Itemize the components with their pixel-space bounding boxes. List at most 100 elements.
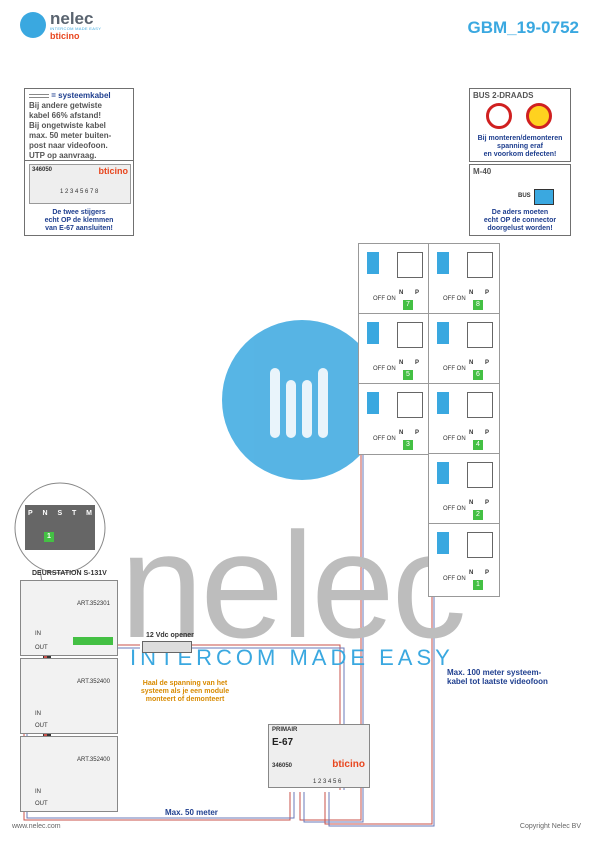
max-100-line: Max. 100 meter systeem- bbox=[447, 668, 542, 677]
watermark-circle bbox=[222, 320, 382, 480]
e67-mini-terminals: 1 2 3 4 5 6 7 8 bbox=[60, 189, 99, 195]
phone-switch-label: OFF ON bbox=[443, 506, 466, 512]
phone-p-label: P bbox=[485, 500, 490, 506]
e67-power-supply: PRIMAIR E-67 346050 bticino 1 2 3 4 5 6 bbox=[268, 724, 370, 788]
e67-note-line: De twee stijgers bbox=[52, 209, 106, 216]
phone-n-label: N bbox=[399, 290, 404, 296]
phone-address: 2 bbox=[473, 510, 483, 520]
no-plug-icon bbox=[486, 103, 512, 129]
module-code: ART.352400 bbox=[77, 679, 110, 685]
power-off-line: monteert of demonteert bbox=[145, 696, 225, 703]
phone-address: 1 bbox=[473, 580, 483, 590]
nelec-logo-icon bbox=[20, 12, 46, 38]
brand-tagline: INTERCOM MADE EASY bbox=[50, 26, 102, 31]
phone-p-label: P bbox=[485, 360, 490, 366]
brand-name: nelec bbox=[50, 9, 94, 28]
e67-terminals: 1 2 3 4 5 6 bbox=[313, 779, 342, 785]
videophone: OFF ON N P 5 bbox=[358, 313, 430, 385]
m40-note-box: M-40 BUS De aders moeten echt OP de conn… bbox=[469, 164, 571, 236]
bus-note-title: BUS 2-DRAADS bbox=[473, 91, 534, 100]
phone-address: 4 bbox=[473, 440, 483, 450]
module-code: ART.352400 bbox=[77, 757, 110, 763]
e67-note-line: van E-67 aansluiten! bbox=[45, 225, 113, 232]
e67-mini-brand: bticino bbox=[98, 166, 129, 176]
e67-brand: bticino bbox=[332, 759, 365, 770]
videophone: OFF ON N P 3 bbox=[358, 383, 430, 455]
m40-note-line: echt OP de connector bbox=[483, 217, 557, 224]
e67-name: E-67 bbox=[272, 737, 294, 748]
bus-note-line: spanning eraf bbox=[497, 143, 543, 150]
phone-switch-label: OFF ON bbox=[443, 366, 466, 372]
dip-zoom-circle bbox=[14, 482, 106, 601]
phone-switch-label: OFF ON bbox=[443, 576, 466, 582]
out-label: OUT bbox=[35, 723, 48, 729]
m40-note-line: De aders moeten bbox=[491, 209, 549, 216]
m40-connector bbox=[534, 189, 554, 205]
phone-address: 7 bbox=[403, 300, 413, 310]
power-off-line: Haal de spanning van het bbox=[142, 680, 228, 687]
phone-n-label: N bbox=[399, 430, 404, 436]
switch-label: T bbox=[71, 510, 77, 517]
phone-n-label: N bbox=[469, 570, 474, 576]
videophone: OFF ON N P 8 bbox=[428, 243, 500, 315]
bus-note-line: en voorkom defecten! bbox=[483, 151, 557, 158]
phone-p-label: P bbox=[485, 570, 490, 576]
out-label: OUT bbox=[35, 801, 48, 807]
phone-n-label: N bbox=[469, 430, 474, 436]
in-label: IN bbox=[35, 789, 41, 795]
e67-mini-part: 346050 bbox=[32, 167, 53, 173]
door-station-title: DEURSTATION S-131V bbox=[32, 570, 107, 577]
cable-note-line: UTP op aanvraag. bbox=[29, 151, 97, 160]
dip-switch-labels: P N S T M bbox=[28, 510, 92, 517]
videophone: OFF ON N P 4 bbox=[428, 383, 500, 455]
phone-address: 8 bbox=[473, 300, 483, 310]
door-module: ART.352400 IN OUT bbox=[20, 736, 118, 812]
no-power-icon bbox=[526, 103, 552, 129]
cable-note-box: = systeemkabel Bij andere getwiste kabel… bbox=[24, 88, 134, 166]
in-label: IN bbox=[35, 711, 41, 717]
cable-legend: = systeemkabel bbox=[51, 91, 111, 100]
opener-label: 12 Vdc opener bbox=[146, 632, 194, 639]
phone-switch-label: OFF ON bbox=[443, 296, 466, 302]
phone-switch-label: OFF ON bbox=[373, 436, 396, 442]
cable-note-line: kabel 66% afstand! bbox=[29, 111, 102, 120]
footer-website[interactable]: www.nelec.com bbox=[12, 823, 61, 830]
videophone: OFF ON N P 2 bbox=[428, 453, 500, 525]
phone-address: 3 bbox=[403, 440, 413, 450]
power-off-note: Haal de spanning van het systeem als je … bbox=[120, 680, 250, 704]
switch-label: M bbox=[86, 510, 92, 517]
m40-title: M-40 bbox=[473, 167, 492, 176]
watermark-word: nelec bbox=[120, 501, 467, 669]
switch-label: S bbox=[57, 510, 63, 517]
switch-label: N bbox=[42, 510, 48, 517]
max-50-note: Max. 50 meter bbox=[165, 808, 218, 817]
phone-address: 5 bbox=[403, 370, 413, 380]
phone-address: 6 bbox=[473, 370, 483, 380]
max-100-note: Max. 100 meter systeem- kabel tot laatst… bbox=[447, 668, 548, 686]
videophone: OFF ON N P 6 bbox=[428, 313, 500, 385]
switch-label: P bbox=[28, 510, 33, 517]
cable-note-line: post naar videofoon. bbox=[29, 141, 108, 150]
phone-p-label: P bbox=[485, 290, 490, 296]
videophone-grid: OFF ON N P 7 OFF ON N P 5 OFF ON N P 3 O… bbox=[358, 243, 500, 597]
door-module: ART.352400 IN OUT bbox=[20, 658, 118, 734]
phone-p-label: P bbox=[485, 430, 490, 436]
bus-note-line: Bij monteren/demonteren bbox=[477, 135, 563, 142]
phone-n-label: N bbox=[469, 290, 474, 296]
footer-copyright: Copyright Nelec BV bbox=[519, 823, 581, 830]
phone-n-label: N bbox=[469, 360, 474, 366]
e67-note-box: 346050 bticino 1 2 3 4 5 6 7 8 De twee s… bbox=[24, 160, 134, 236]
cable-note-line: Bij andere getwiste bbox=[29, 101, 102, 110]
phone-p-label: P bbox=[415, 430, 420, 436]
door-module: ART.352301 IN OUT bbox=[20, 580, 118, 656]
document-code: GBM_19-0752 bbox=[467, 18, 579, 37]
phone-switch-label: OFF ON bbox=[373, 296, 396, 302]
phone-switch-label: OFF ON bbox=[373, 366, 396, 372]
e67-note-line: echt OP de klemmen bbox=[44, 217, 114, 224]
cable-note-line: Bij ongetwiste kabel bbox=[29, 121, 106, 130]
dip-value: 1 bbox=[44, 532, 54, 542]
bticino-logo: bticino bbox=[50, 31, 80, 41]
videophone: OFF ON N P 1 bbox=[428, 523, 500, 597]
module-code: ART.352301 bbox=[77, 601, 110, 607]
e67-part: 346050 bbox=[272, 763, 293, 769]
